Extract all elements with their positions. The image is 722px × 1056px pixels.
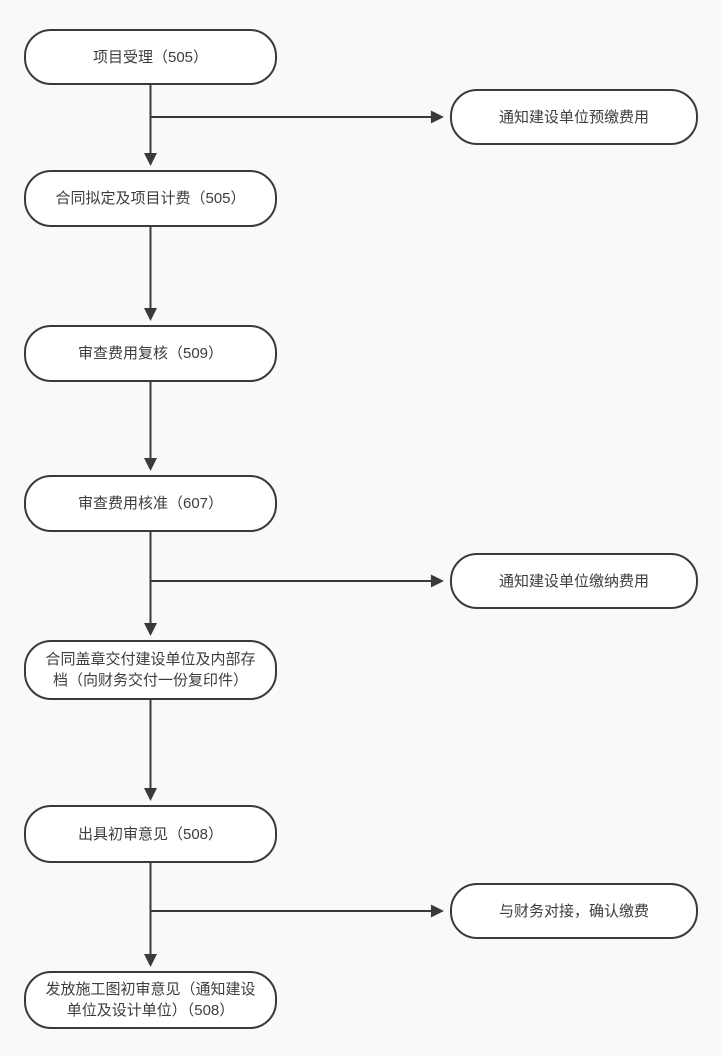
node-label: 项目受理（505） xyxy=(92,48,209,66)
node-label: 发放施工图初审意见（通知建设单位及设计单位）（508） xyxy=(45,981,256,1019)
node-contract-stamp-delivery-archive: 合同盖章交付建设单位及内部存档（向财务交付一份复印件） xyxy=(24,640,277,700)
node-finance-confirm-payment: 与财务对接，确认缴费 xyxy=(450,883,698,939)
node-notify-pay-fee: 通知建设单位缴纳费用 xyxy=(450,553,698,609)
node-contract-drafting-billing: 合同拟定及项目计费（505） xyxy=(24,170,277,227)
node-label: 通知建设单位缴纳费用 xyxy=(498,572,649,590)
node-issue-construction-drawing-opinion: 发放施工图初审意见（通知建设单位及设计单位）（508） xyxy=(24,971,277,1029)
node-review-fee-approval: 审查费用核准（607） xyxy=(24,475,277,532)
node-review-fee-recheck: 审查费用复核（509） xyxy=(24,325,277,382)
node-label: 审查费用核准（607） xyxy=(77,495,224,512)
node-notify-prepay-fee: 通知建设单位预缴费用 xyxy=(450,89,698,145)
node-label: 通知建设单位预缴费用 xyxy=(498,108,649,126)
node-project-acceptance: 项目受理（505） xyxy=(24,29,277,85)
node-label: 合同盖章交付建设单位及内部存档（向财务交付一份复印件） xyxy=(45,651,256,689)
node-issue-preliminary-review-opinion: 出具初审意见（508） xyxy=(24,805,277,863)
node-label: 合同拟定及项目计费（505） xyxy=(55,190,246,207)
node-label: 与财务对接，确认缴费 xyxy=(498,902,649,920)
node-label: 出具初审意见（508） xyxy=(77,825,224,843)
node-label: 审查费用复核（509） xyxy=(77,345,224,362)
